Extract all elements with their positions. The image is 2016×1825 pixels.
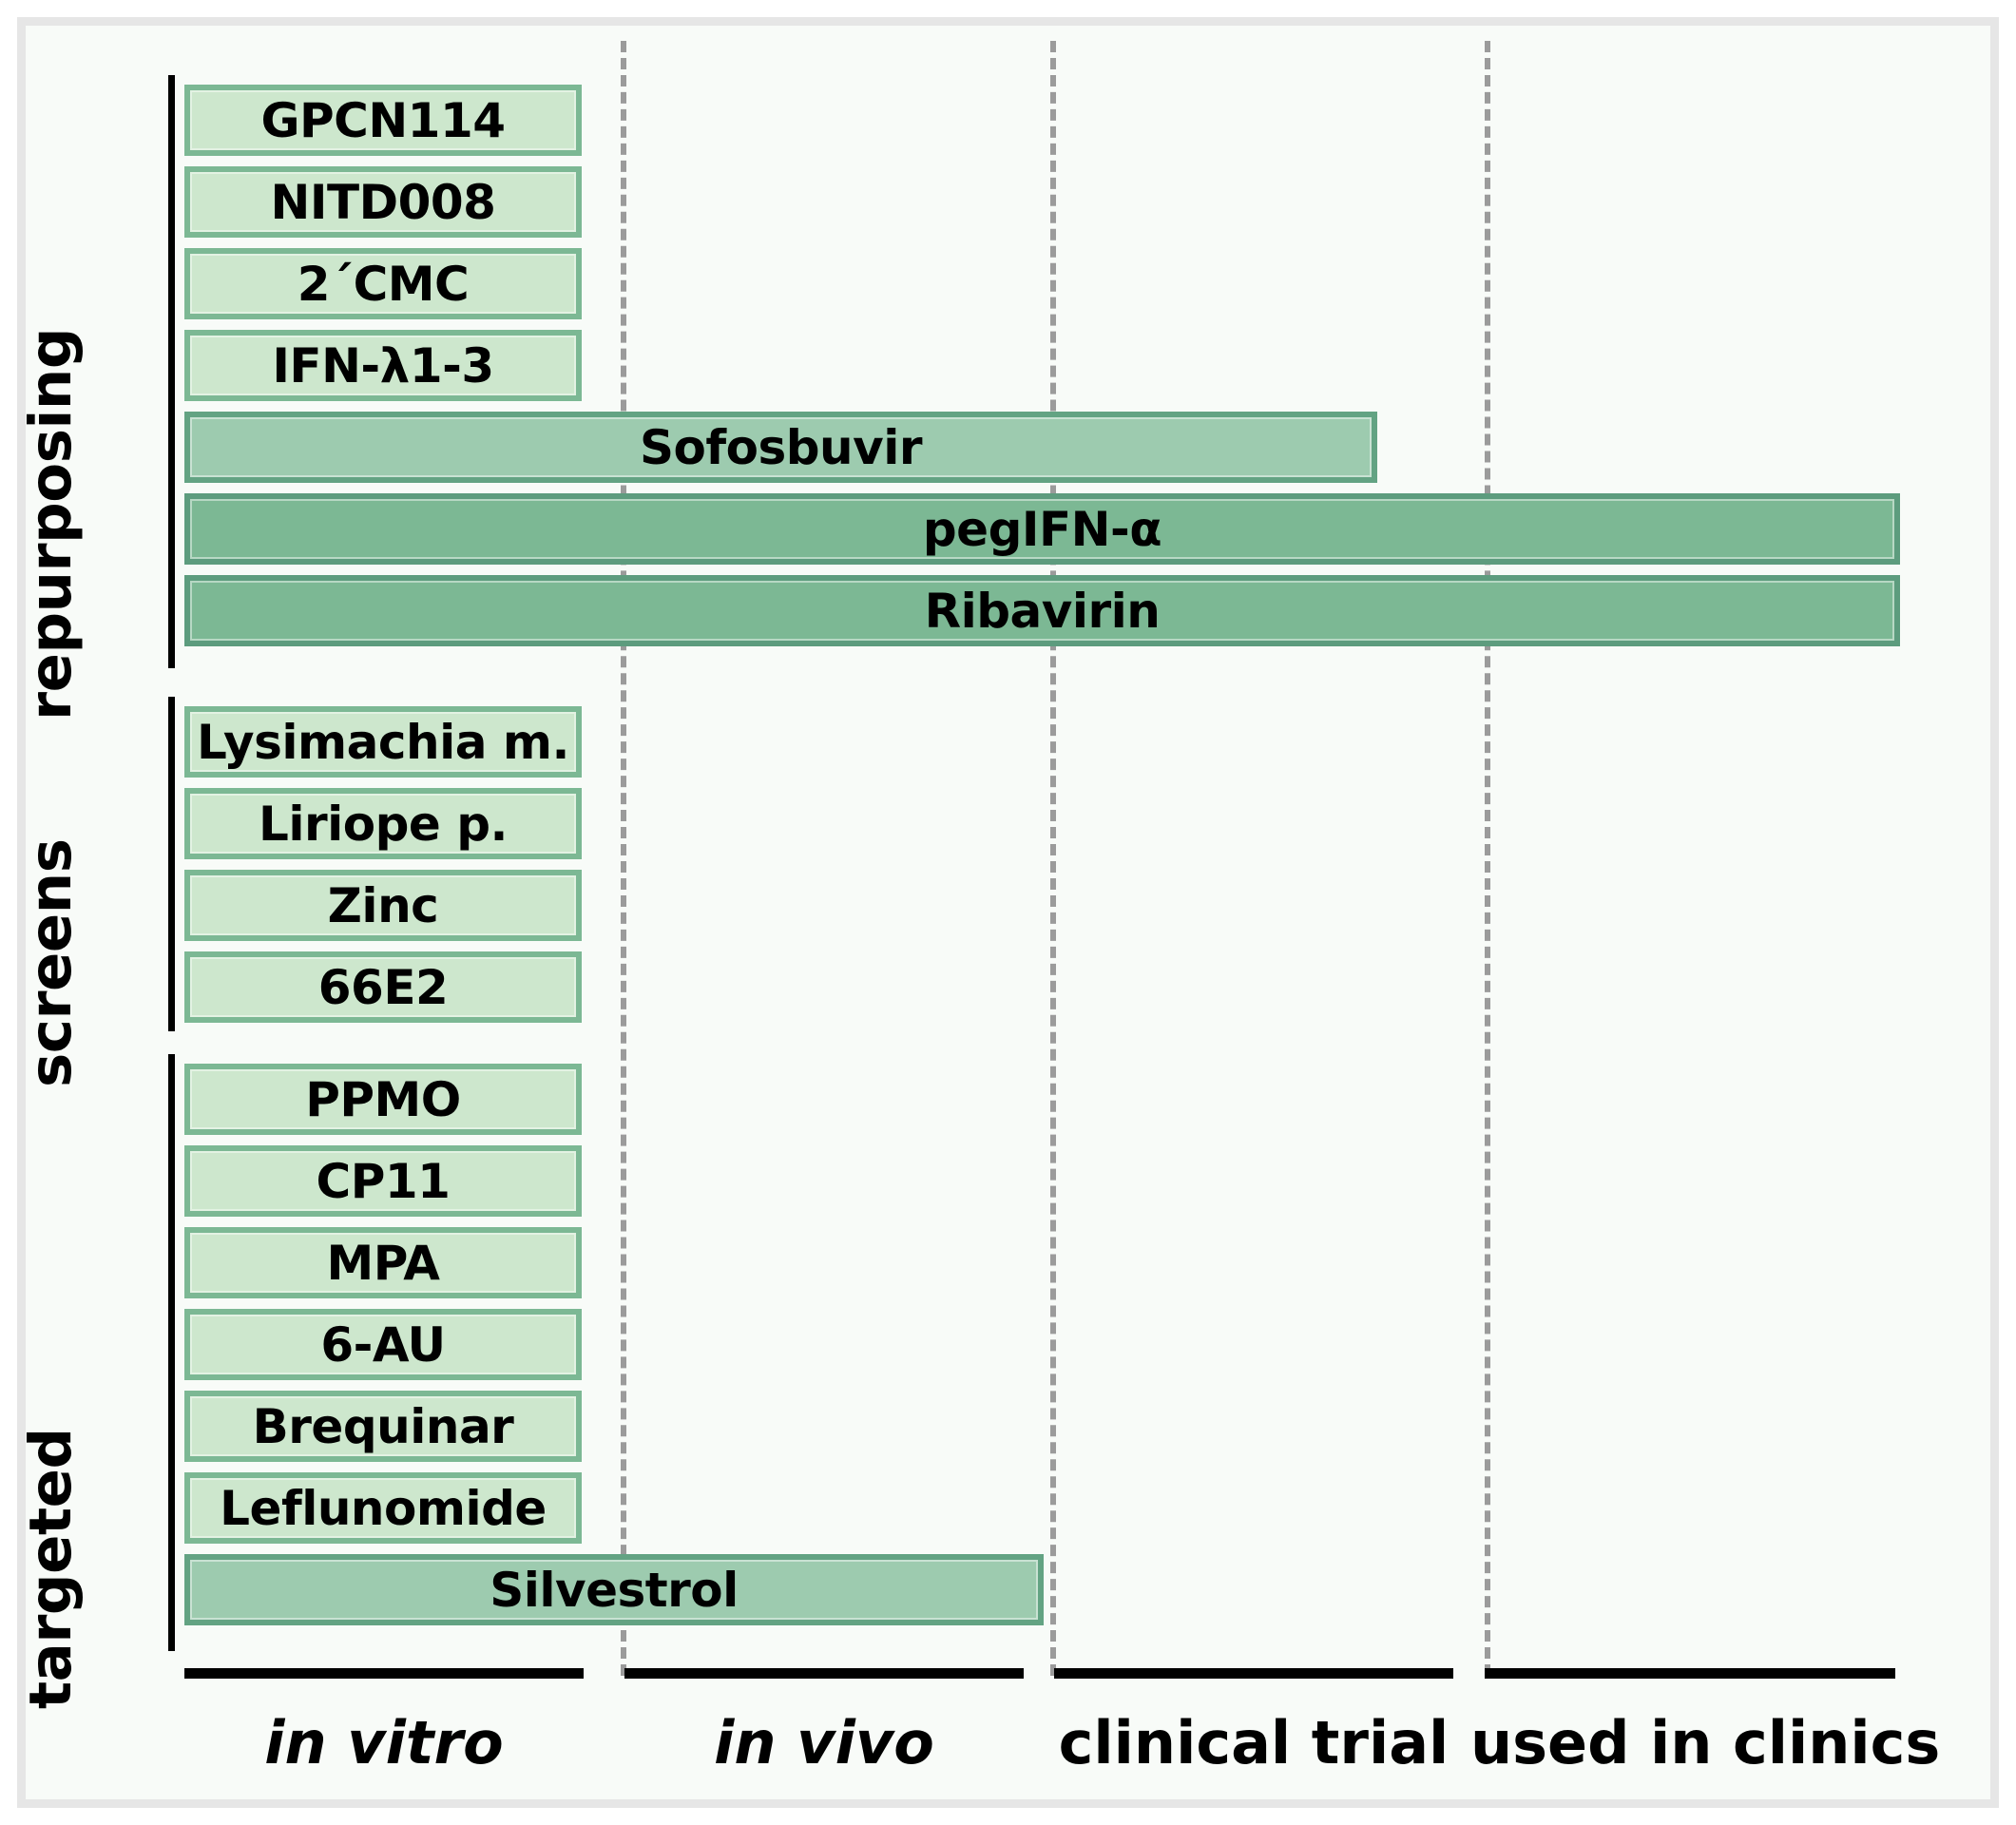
bar-silvestrol: Silvestrol (184, 1554, 1044, 1625)
bar-label: PPMO (305, 1071, 461, 1127)
gridline-1 (621, 41, 626, 1676)
axis-rule-3 (1054, 1668, 1453, 1679)
bar-6-au: 6-AU (184, 1309, 582, 1380)
bar-ifn-1-3: IFN-λ1-3 (184, 330, 582, 401)
axis-rule-4 (1485, 1668, 1895, 1679)
bar-label: Ribavirin (924, 583, 1161, 639)
bar-label: Sofosbuvir (639, 419, 923, 475)
gridline-2 (1050, 41, 1056, 1676)
bar-label: 6-AU (320, 1316, 446, 1373)
group-label-screens: screens (17, 838, 85, 1087)
bar-gpcn114: GPCN114 (184, 85, 582, 156)
gridline-3 (1485, 41, 1490, 1676)
bar-zinc: Zinc (184, 870, 582, 941)
bar-mpa: MPA (184, 1227, 582, 1298)
bar-label: Brequinar (252, 1398, 514, 1454)
bar-label: pegIFN-α (922, 501, 1162, 557)
bar-brequinar: Brequinar (184, 1391, 582, 1462)
axis-label-clinical-trial: clinical trial (1058, 1708, 1450, 1777)
bar-66e2: 66E2 (184, 951, 582, 1023)
bar-2-cmc: 2´CMC (184, 248, 582, 319)
bar-label: Zinc (327, 877, 439, 933)
bar-label: Lysimachia m. (197, 714, 569, 770)
bar-label: GPCN114 (260, 92, 506, 148)
bar-label: 66E2 (317, 959, 449, 1015)
axis-label-in-vitro: in vitro (264, 1708, 504, 1777)
group-bracket-repurposing (168, 75, 175, 668)
bar-ribavirin: Ribavirin (184, 575, 1900, 646)
group-label-repurposing: repurposing (17, 327, 85, 720)
group-bracket-screens (168, 697, 175, 1031)
bar-leflunomide: Leflunomide (184, 1472, 582, 1544)
bar-nitd008: NITD008 (184, 166, 582, 238)
bar-label: IFN-λ1-3 (272, 337, 494, 394)
axis-label-used-in-clinics: used in clinics (1470, 1708, 1941, 1777)
bar-liriope-p: Liriope p. (184, 788, 582, 859)
bar-cp11: CP11 (184, 1145, 582, 1217)
bar-label: CP11 (316, 1153, 451, 1209)
group-label-targeted: targeted (17, 1428, 85, 1709)
bar-label: NITD008 (270, 174, 496, 230)
bar-label: MPA (326, 1235, 440, 1291)
bar-label: Leflunomide (220, 1480, 547, 1536)
bar-pegifn: pegIFN-α (184, 493, 1900, 565)
bar-sofosbuvir: Sofosbuvir (184, 412, 1377, 483)
group-bracket-targeted (168, 1054, 175, 1651)
bar-lysimachia-m: Lysimachia m. (184, 706, 582, 778)
bar-label: 2´CMC (297, 256, 470, 312)
axis-rule-1 (184, 1668, 584, 1679)
bar-label: Silvestrol (490, 1562, 739, 1618)
axis-label-in-vivo: in vivo (714, 1708, 934, 1777)
bar-ppmo: PPMO (184, 1064, 582, 1135)
bar-label: Liriope p. (258, 796, 509, 852)
axis-rule-2 (624, 1668, 1024, 1679)
